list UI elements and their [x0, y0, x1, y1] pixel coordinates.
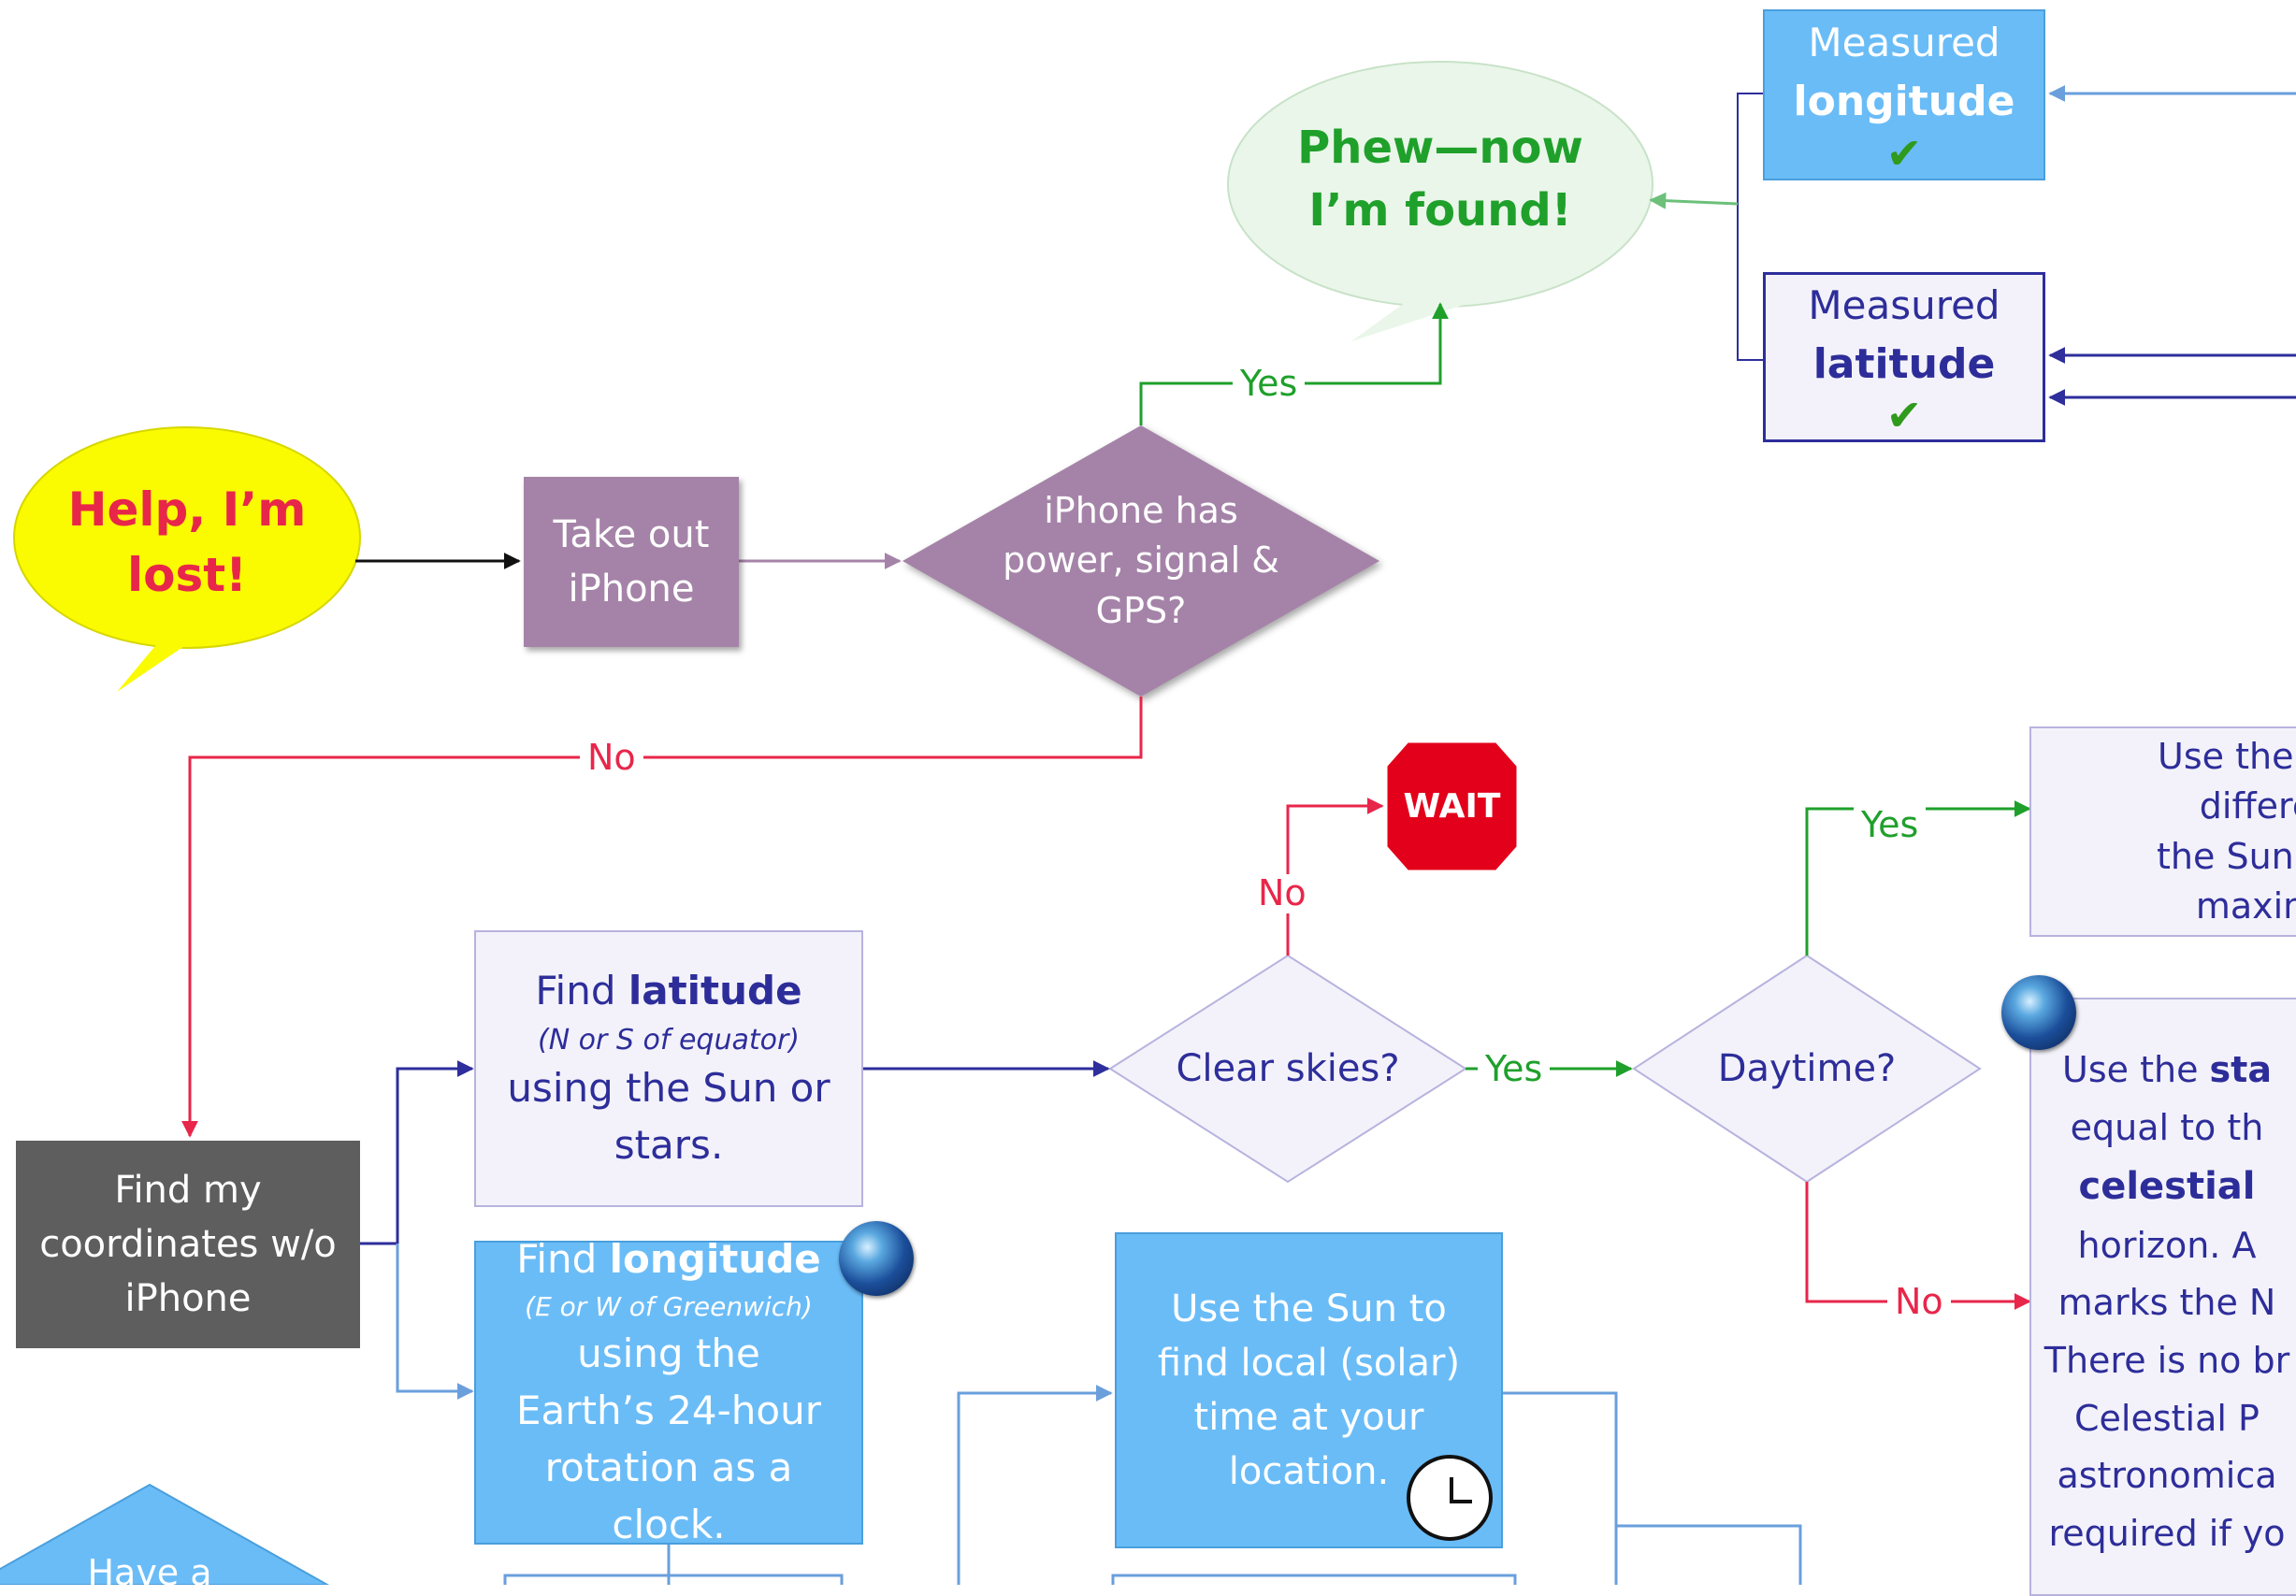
use-sun-l4: maxim: [2195, 884, 2296, 927]
have-a-label: Have a: [87, 1552, 212, 1593]
find-longitude-box: Find longitude (E or W of Greenwich) usi…: [474, 1236, 863, 1547]
clear-skies-question: Clear skies?: [1176, 1047, 1400, 1090]
take-out-iphone-label: Take out iPhone: [553, 513, 710, 611]
daytime-question: Daytime?: [1717, 1047, 1897, 1090]
find-latitude-title: Find latitude: [535, 967, 802, 1014]
have-a-diamond-shape: [0, 1483, 330, 1585]
use-sun-l1: Use the Su: [2158, 736, 2296, 778]
use-stars-l1: Use the sta: [2062, 1049, 2272, 1090]
stop-sign-shape: [1384, 740, 1520, 873]
iphone-has-power-question: iPhone has power, signal & GPS?: [1003, 490, 1279, 631]
find-longitude-subtitle: (E or W of Greenwich): [525, 1290, 813, 1322]
use-stars-box: Use the sta equal to th celestial horizo…: [2029, 998, 2296, 1596]
globe-icon: [2001, 975, 2076, 1050]
globe-icon: [839, 1221, 914, 1296]
use-stars-l9: required if yo: [2048, 1512, 2286, 1554]
use-stars-l5: marks the N: [2058, 1282, 2276, 1324]
sun-local-time-label: Use the Sun to find local (solar) time a…: [1157, 1287, 1461, 1493]
use-stars-l4: horizon. A: [2077, 1224, 2257, 1266]
find-longitude-text: using the Earth’s 24-hour rotation as a …: [515, 1330, 821, 1548]
checkmark-icon: ✔: [1885, 127, 1923, 179]
take-out-iphone-box: Take out iPhone: [524, 477, 739, 647]
use-stars-l6: There is no br: [2043, 1339, 2290, 1381]
find-coordinates-label: Find my coordinates w/o iPhone: [39, 1169, 337, 1320]
use-stars-l8: astronomica: [2057, 1455, 2277, 1497]
use-stars-l7: Celestial P: [2074, 1397, 2260, 1439]
find-coordinates-box: Find my coordinates w/o iPhone: [16, 1141, 360, 1348]
no-label-clear-skies: No: [1250, 873, 1314, 913]
find-latitude-subtitle: (N or S of equator): [538, 1023, 800, 1057]
found-bubble-shape: [1227, 61, 1653, 341]
measured-longitude-box: Measured longitude ✔: [1763, 9, 2045, 180]
measured-longitude-l2: longitude: [1793, 78, 2015, 126]
no-label-iphone: No: [580, 738, 643, 778]
find-longitude-title: Find longitude: [516, 1235, 821, 1282]
clock-icon: [1407, 1455, 1493, 1541]
lost-bubble: Help, I’m lost!: [67, 482, 307, 602]
no-label-daytime: No: [1887, 1282, 1951, 1322]
measured-latitude-box: Measured latitude ✔: [1763, 272, 2045, 442]
use-sun-l2: differe: [2199, 785, 2296, 827]
use-stars-l3: celestial: [2078, 1165, 2256, 1209]
yes-label-daytime: Yes: [1854, 805, 1927, 845]
sun-local-time-box: Use the Sun to find local (solar) time a…: [1115, 1232, 1503, 1548]
found-bubble: Phew—now I’m found!: [1297, 122, 1583, 237]
use-sun-l3: the Sun’s a: [2157, 835, 2296, 877]
measured-latitude-l2: latitude: [1812, 339, 1996, 388]
yes-label-clear-skies: Yes: [1478, 1049, 1551, 1089]
yes-label-iphone: Yes: [1233, 364, 1306, 404]
lost-bubble-shape: [13, 426, 361, 692]
measured-latitude-l1: Measured: [1808, 281, 2000, 328]
clear-skies-diamond-shape: [1108, 954, 1467, 1184]
find-latitude-text: using the Sun or stars.: [507, 1065, 830, 1169]
find-latitude-box: Find latitude (N or S of equator) using …: [474, 930, 863, 1207]
iphone-diamond-shape: [903, 425, 1379, 697]
measured-longitude-l1: Measured: [1808, 20, 2000, 66]
wait-stop-sign: WAIT: [1403, 787, 1501, 826]
checkmark-icon: ✔: [1885, 390, 1923, 441]
use-stars-l2: equal to th: [2070, 1106, 2264, 1148]
use-sun-box: Use the Su differe the Sun’s a maxim: [2029, 726, 2296, 937]
